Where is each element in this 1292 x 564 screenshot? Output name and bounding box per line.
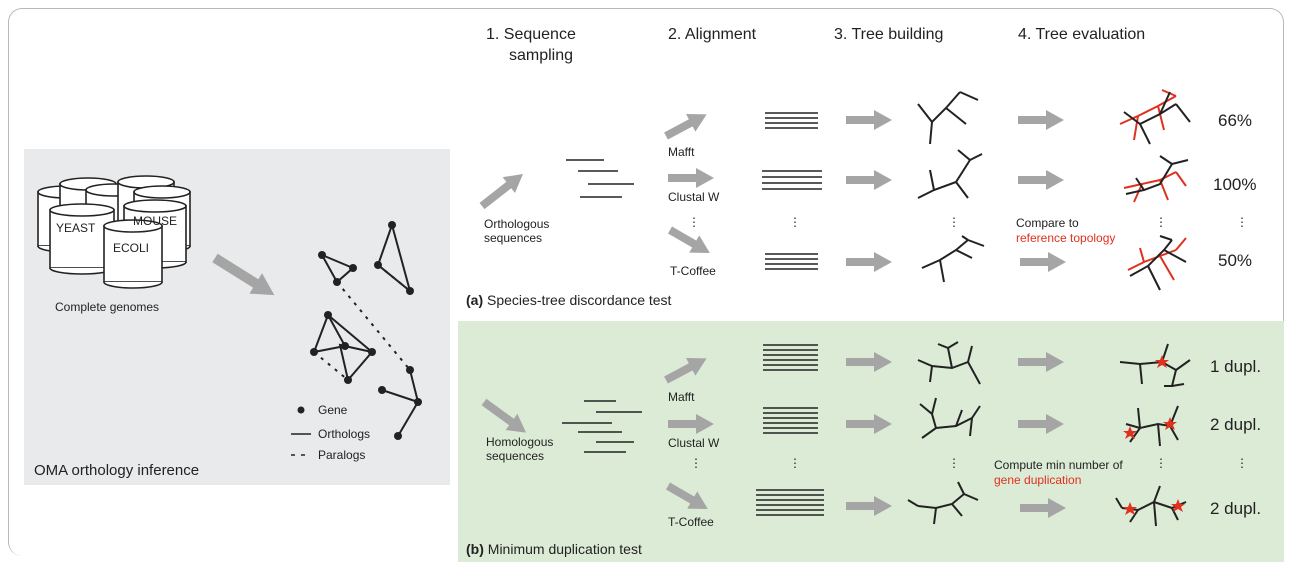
panel-a-clustalw-arrow [668,168,714,188]
panel-b-label: (b) Minimum duplication test [466,541,642,557]
oma-arrow [212,253,275,296]
panel-a-mafft-arrow [661,105,712,145]
panel-a-input-label-line1: Orthologous [484,217,549,231]
panel-a-tree-arrow-1 [846,110,892,130]
legend-gene-label: Gene [318,403,348,417]
panel-a-tree-ellipsis: ⋮ [948,215,960,229]
panel-a-input-arrow [475,166,530,214]
panel-a-alignment-ellipsis: ⋮ [789,215,801,229]
panel-a-overlay-tree-1 [1119,89,1191,145]
legend-gene-marker [297,406,305,414]
panel-a: Orthologous sequences Mafft Clustal W T-… [466,89,1256,308]
legend-orthologs-label: Orthologs [318,427,370,441]
panel-b-alignment-3 [756,489,824,516]
step-1-header-line2: sampling [509,47,573,64]
panel-b-dup-tree-3 [1115,485,1187,527]
orthology-graph [310,221,422,440]
panel-b-aligner-ellipsis: ⋮ [690,456,702,470]
panel-a-result-1: 66% [1218,111,1252,130]
legend-paralogs-label: Paralogs [318,448,365,462]
panel-a-result-ellipsis: ⋮ [1236,215,1248,229]
panel-b: Homologous sequences Mafft Clustal W T-C… [466,341,1261,557]
duplication-star-icon [1123,426,1137,439]
panel-b-input-sequences [562,400,642,453]
panel-a-alignments [762,112,822,270]
panel-a-tree-arrow-2 [846,170,892,190]
genome-cylinders [37,175,191,289]
panel-b-result-2: 2 dupl. [1210,415,1261,434]
panel-b-compute-line2: gene duplication [994,473,1081,487]
genomes-caption: Complete genomes [55,300,159,314]
figure-frame [8,8,1284,556]
panel-a-tree-2 [917,149,983,199]
genome-cylinder-ecoli [103,219,163,289]
panel-a-eval-arrow-3 [1020,252,1066,272]
panel-a-tree-arrow-3 [846,252,892,272]
step-4-header: 4. Tree evaluation [1018,26,1145,43]
panel-a-aligner-tcoffee: T-Coffee [670,264,716,278]
panel-a-tree-1 [917,91,979,145]
panel-b-dup-tree-1 [1119,343,1191,387]
panel-b-alignment-1 [763,344,818,371]
panel-a-overlay-ellipsis: ⋮ [1155,215,1167,229]
panel-a-input-label-line2: sequences [484,231,542,245]
panel-a-alignment-1 [765,112,818,129]
panel-b-alignments [756,344,824,516]
panel-b-aligner-tcoffee: T-Coffee [668,515,714,529]
panel-a-aligner-ellipsis: ⋮ [688,215,700,229]
panel-b-compute-line1: Compute min number of [994,458,1123,472]
panel-a-eval-arrow-2 [1018,170,1064,190]
panel-a-aligner-mafft: Mafft [668,145,695,159]
orthology-legend: Gene Orthologs Paralogs [291,403,370,462]
panel-a-label: (a) Species-tree discordance test [466,292,672,308]
duplication-star-icon [1155,355,1169,368]
panel-b-tree-1 [917,341,981,385]
oma-panel-title: OMA orthology inference [34,462,199,479]
genome-label-ecoli: ECOLI [113,241,149,255]
step-3-header: 3. Tree building [834,26,943,43]
panel-b-tree-ellipsis: ⋮ [948,456,960,470]
panel-a-aligner-clustalw: Clustal W [668,190,720,204]
duplication-star-icon [1171,499,1185,512]
panel-a-compare-line1: Compare to [1016,216,1079,230]
step-1-header-line1: 1. Sequence [486,26,576,43]
panel-b-dup-ellipsis: ⋮ [1155,456,1167,470]
panel-a-compare-line2: reference topology [1016,231,1115,245]
panel-a-result-2: 100% [1213,175,1256,194]
panel-b-alignment-ellipsis: ⋮ [789,456,801,470]
panel-b-result-ellipsis: ⋮ [1236,456,1248,470]
duplication-star-icon [1123,502,1137,515]
panel-a-eval-arrow-1 [1018,110,1064,130]
panel-a-overlay-tree-2 [1123,155,1189,203]
genome-label-mouse: MOUSE [133,214,177,228]
panel-a-alignment-3 [765,253,818,270]
panel-a-alignment-2 [762,170,822,190]
genome-label-yeast: YEAST [56,221,96,235]
panel-a-tree-3 [921,235,985,283]
duplication-star-icon [1163,417,1177,430]
panel-b-result-3: 2 dupl. [1210,499,1261,518]
panel-a-result-3: 50% [1218,251,1252,270]
panel-b-input-label-line2: sequences [486,449,544,463]
panel-b-alignment-2 [763,407,818,434]
panel-b-aligner-clustalw: Clustal W [668,436,720,450]
panel-b-tree-3 [907,481,979,525]
panel-a-input-sequences [566,159,634,198]
panel-b-dup-tree-2 [1123,405,1179,447]
panel-b-tree-2 [919,397,981,439]
panel-a-overlay-tree-3 [1127,235,1187,291]
panel-b-aligner-mafft: Mafft [668,390,695,404]
panel-b-input-label-line1: Homologous [486,435,553,449]
step-2-header: 2. Alignment [668,26,757,43]
panel-b-result-1: 1 dupl. [1210,357,1261,376]
